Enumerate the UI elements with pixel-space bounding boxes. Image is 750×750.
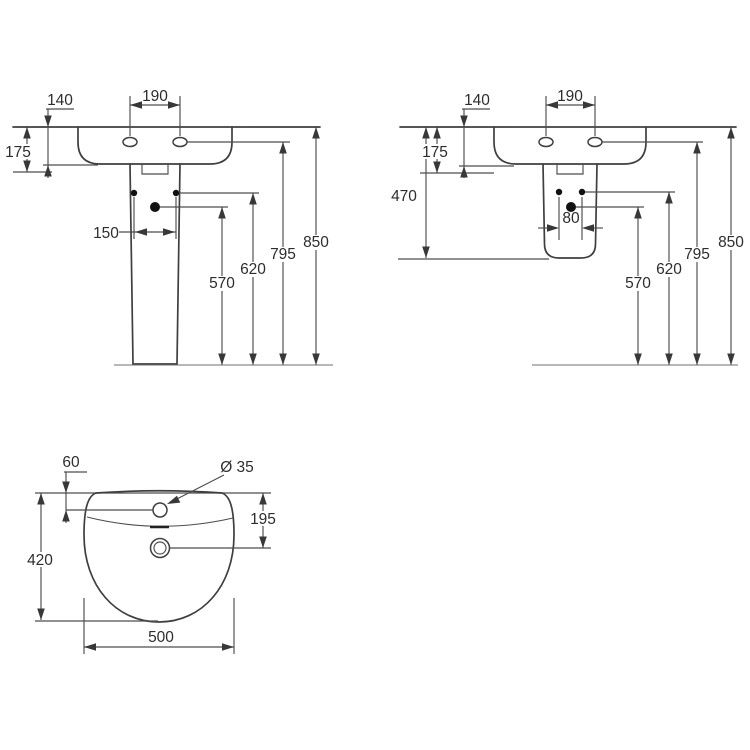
dim-label-570: 570 — [625, 275, 651, 292]
tap-hole-left — [122, 136, 138, 148]
front-view-full-pedestal: 140 190 175 150 570 620 795 850 — [2, 88, 333, 366]
dim-label-850: 850 — [303, 234, 329, 251]
dim-label-850: 850 — [718, 234, 744, 251]
pedestal-notch — [141, 164, 169, 175]
tap-hole-right — [587, 136, 603, 148]
dim-label-570: 570 — [209, 275, 235, 292]
dim-label-470: 470 — [391, 188, 417, 205]
basin-outline — [493, 126, 647, 165]
waste-outlet-outer — [149, 537, 171, 559]
dim-label-190: 190 — [142, 88, 168, 105]
tap-hole — [152, 502, 168, 518]
fixing-hole-left — [130, 189, 138, 197]
fixing-hole-right — [172, 189, 180, 197]
pedestal-left-edge — [129, 163, 134, 365]
dim-label-795: 795 — [270, 246, 296, 263]
dim-label-140: 140 — [464, 92, 490, 109]
waste-outlet-hole — [150, 202, 160, 212]
tap-hole-right — [172, 136, 188, 148]
dim-label-195: 195 — [250, 511, 276, 528]
dim-label-500: 500 — [148, 629, 174, 646]
waste-outlet-hole — [566, 202, 576, 212]
plan-view: 60 Ø 35 195 420 500 — [25, 454, 279, 654]
dim-label-190: 190 — [557, 88, 583, 105]
basin-inner-rim-line — [86, 516, 234, 527]
dim-label-diameter-35: Ø 35 — [220, 459, 254, 476]
basin-outline — [77, 126, 233, 165]
dim-label-150: 150 — [93, 225, 119, 242]
fixing-hole-left — [555, 188, 563, 196]
front-view-semi-pedestal: 140 190 175 470 80 570 620 795 850 — [391, 88, 746, 366]
dim-label-60: 60 — [62, 454, 80, 471]
dim-label-175: 175 — [5, 144, 31, 161]
dim-label-175: 175 — [422, 144, 448, 161]
dim-label-620: 620 — [656, 261, 682, 278]
dim-label-420: 420 — [27, 552, 53, 569]
semi-pedestal-outline — [542, 163, 598, 259]
tap-hole-left — [538, 136, 554, 148]
dim-label-795: 795 — [684, 246, 710, 263]
dim-label-140: 140 — [47, 92, 73, 109]
fixing-hole-right — [578, 188, 586, 196]
dim-label-620: 620 — [240, 261, 266, 278]
basin-plan-outline — [83, 489, 235, 623]
waste-outlet-inner — [153, 541, 167, 555]
pedestal-right-edge — [176, 163, 181, 365]
dim-label-80: 80 — [562, 210, 580, 227]
semi-pedestal-notch — [556, 164, 584, 175]
